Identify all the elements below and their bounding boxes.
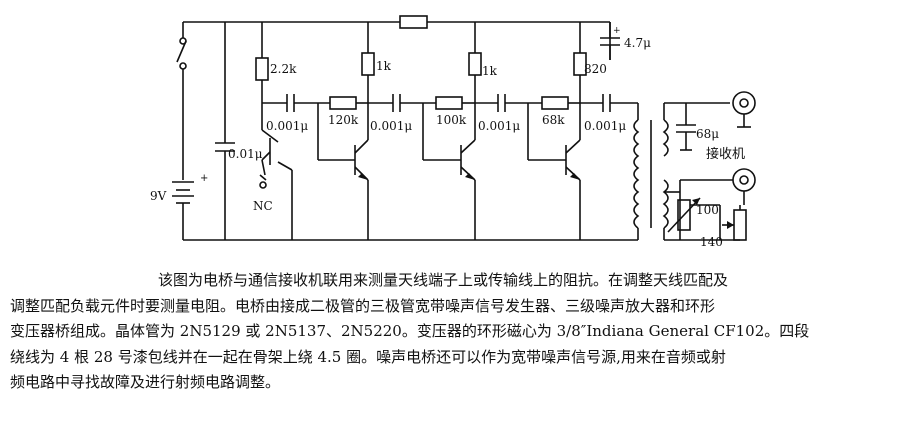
caption-line-3: 变压器桥组成。晶体管为 2N5129 或 2N5137、2N5220。变压器的环… bbox=[10, 322, 810, 340]
capacitor-c3 bbox=[475, 94, 542, 112]
battery-9v: + bbox=[172, 173, 208, 240]
resistor-r4 bbox=[573, 22, 587, 103]
c2-label: 0.001μ bbox=[370, 119, 412, 133]
circuit-schematic: + 9V 0.01μ 2.2k NC 0.001μ bbox=[150, 15, 756, 249]
resistor-r7 bbox=[527, 96, 580, 160]
transistor-q2 bbox=[318, 103, 369, 240]
capacitor-c2 bbox=[368, 94, 436, 112]
capacitor-c6 bbox=[676, 103, 696, 151]
variable-resistor bbox=[667, 197, 720, 233]
resistor-r6 bbox=[422, 96, 475, 160]
caption-line-4: 绕线为 4 根 28 号漆包线并在一起在骨架上绕 4.5 圈。噪声电桥还可以作为… bbox=[10, 347, 726, 366]
potentiometer bbox=[719, 205, 747, 241]
battery-label: 9V bbox=[150, 189, 167, 203]
c-out-label: 4.7μ bbox=[624, 36, 651, 50]
transistor-q3 bbox=[423, 103, 476, 240]
r3-label: 1k bbox=[482, 64, 498, 78]
svg-text:+: + bbox=[613, 26, 621, 36]
capacitor-c1 bbox=[262, 94, 330, 112]
caption-line-1: 该图为电桥与通信接收机联用来测量天线端子上或传输线上的阻抗。在调整天线匹配及 bbox=[158, 271, 729, 289]
nc-label: NC bbox=[253, 199, 273, 213]
transistor-q4 bbox=[528, 103, 581, 240]
caption-line-2: 调整匹配负载元件时要测量电阻。电桥由接成二极管的三极管宽带噪声信号发生器、三级噪… bbox=[10, 296, 716, 315]
pot-label-140: 140 bbox=[700, 235, 723, 249]
toroid-transformer bbox=[633, 102, 740, 241]
c3-label: 0.001μ bbox=[478, 119, 520, 133]
r2-label: 1k bbox=[376, 59, 392, 73]
resistor-r5 bbox=[317, 96, 368, 160]
svg-text:+: + bbox=[200, 173, 208, 184]
transistor-q1 bbox=[259, 103, 293, 240]
r7-label: 68k bbox=[542, 113, 565, 127]
power-switch bbox=[176, 22, 187, 180]
r1-label: 2.2k bbox=[270, 62, 297, 76]
receiver-label: 接收机 bbox=[706, 146, 745, 162]
r4-label: 820 bbox=[584, 62, 607, 76]
pot-label-100: 100 bbox=[696, 203, 719, 217]
caption-line-5: 频电路中寻找故障及进行射频电路调整。 bbox=[10, 373, 281, 391]
c5-label: 0.01μ bbox=[228, 147, 263, 161]
r5-label: 120k bbox=[328, 113, 359, 127]
c4-label: 0.001μ bbox=[584, 119, 626, 133]
capacitor-c4 bbox=[580, 94, 638, 112]
resistor-r1 bbox=[255, 22, 269, 103]
capacitor-c5 bbox=[215, 22, 235, 240]
resistor-r3 bbox=[468, 22, 482, 103]
top-rail bbox=[183, 15, 611, 60]
resistor-r2 bbox=[361, 22, 375, 103]
c1-label: 0.001μ bbox=[266, 119, 308, 133]
receiver-connector bbox=[732, 91, 756, 128]
capacitor-c-out: + bbox=[600, 22, 621, 60]
r6-label: 100k bbox=[436, 113, 467, 127]
c6-label: 68μ bbox=[696, 127, 719, 141]
caption: 该图为电桥与通信接收机联用来测量天线端子上或传输线上的阻抗。在调整天线匹配及 调… bbox=[10, 268, 895, 396]
